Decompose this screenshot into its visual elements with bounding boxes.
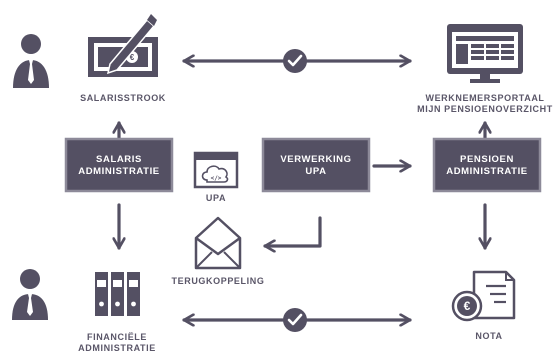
invoice-euro-icon: € (451, 270, 516, 322)
person-icon (13, 34, 49, 88)
code-cloud-icon: </> (193, 151, 239, 189)
pensioen-administratie-line1: PENSIOEN (460, 154, 514, 165)
web-portal-icon (447, 24, 523, 83)
salaris-administratie-line2: ADMINISTRATIE (78, 166, 160, 177)
pensioenoverzicht-label: MIJN PENSIOENOVERZICHT (417, 104, 553, 114)
svg-text:</>: </> (211, 175, 222, 182)
salaris-administratie-box: SALARIS ADMINISTRATIE (64, 137, 174, 193)
svg-text:€: € (130, 53, 135, 62)
verwerking-upa-line1: VERWERKING (280, 154, 351, 165)
check-icon (283, 308, 307, 332)
pensioen-administratie-box: PENSIOEN ADMINISTRATIE (432, 137, 542, 193)
paycheck-icon: € (88, 14, 158, 77)
feedback-arrow (263, 216, 322, 253)
pensioen-administratie-line2: ADMINISTRATIE (446, 166, 528, 177)
verwerking-upa-box: VERWERKING UPA (261, 137, 371, 193)
upa-label: UPA (206, 193, 226, 203)
terugkoppeling-label: TERUGKOPPELING (172, 276, 265, 286)
envelope-icon (194, 216, 242, 270)
nota-label: NOTA (475, 331, 502, 341)
salarisstrook-label: SALARISSTROOK (80, 93, 166, 103)
verwerking-upa-line2: UPA (305, 166, 326, 177)
financiele-label: FINANCIËLE (87, 332, 147, 342)
person-icon (12, 269, 48, 320)
financiele-administratie-label: ADMINISTRATIE (78, 343, 156, 353)
svg-text:€: € (464, 299, 471, 313)
check-icon (283, 49, 307, 73)
werknemersportaal-label: WERKNEMERSPORTAAL (425, 93, 544, 103)
binders-icon (95, 272, 140, 316)
salaris-administratie-line1: SALARIS (96, 154, 142, 165)
